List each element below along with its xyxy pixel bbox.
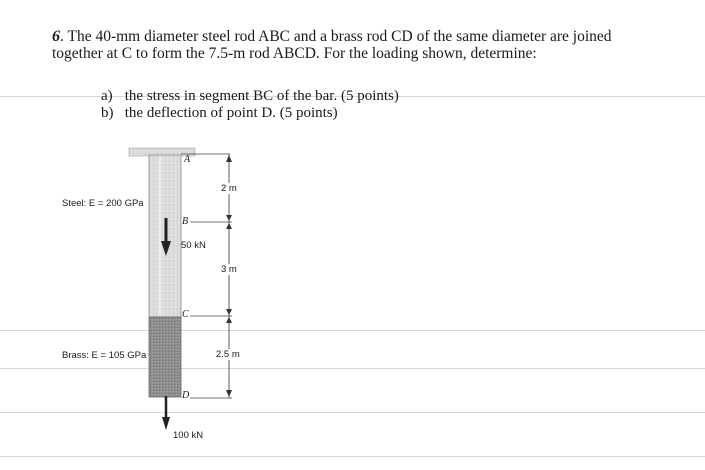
point-B-label: B bbox=[182, 216, 189, 227]
part-b-letter: b) bbox=[101, 105, 114, 121]
ruled-line bbox=[0, 96, 705, 97]
problem-statement-line-2: together at C to form the 7.5-m rod ABCD… bbox=[52, 45, 537, 63]
ruled-line bbox=[0, 456, 705, 457]
brass-rod bbox=[148, 316, 182, 398]
problem-text-2: together at C to form the 7.5-m rod ABCD… bbox=[52, 45, 537, 62]
load-100kN-label: 100 kN bbox=[173, 430, 204, 441]
point-D-label: D bbox=[182, 390, 190, 401]
part-b-text: the deflection of point D. (5 points) bbox=[124, 105, 338, 121]
point-C-label: C bbox=[182, 309, 189, 320]
ruled-line bbox=[0, 412, 705, 413]
part-a-letter: a) bbox=[101, 88, 113, 104]
steel-modulus-label: Steel: E = 200 GPa bbox=[62, 198, 144, 209]
part-a: a) the stress in segment BC of the bar. … bbox=[101, 88, 399, 105]
load-50kN-label: 50 kN bbox=[181, 240, 206, 251]
ruled-line bbox=[0, 330, 705, 331]
problem-number: 6 bbox=[52, 28, 60, 45]
dim-AB-label: 2 m bbox=[220, 183, 238, 194]
problem-statement-line-1: 6. The 40-mm diameter steel rod ABC and … bbox=[52, 28, 612, 46]
dim-BC-label: 3 m bbox=[220, 264, 238, 275]
ruled-line bbox=[0, 368, 705, 369]
part-a-text: the stress in segment BC of the bar. (5 … bbox=[124, 88, 399, 104]
problem-text-1: . The 40-mm diameter steel rod ABC and a… bbox=[60, 28, 612, 45]
brass-modulus-label: Brass: E = 105 GPa bbox=[62, 350, 147, 361]
part-b: b) the deflection of point D. (5 points) bbox=[101, 105, 338, 122]
dim-CD-label: 2.5 m bbox=[215, 349, 241, 360]
point-A-label: A bbox=[184, 154, 191, 165]
